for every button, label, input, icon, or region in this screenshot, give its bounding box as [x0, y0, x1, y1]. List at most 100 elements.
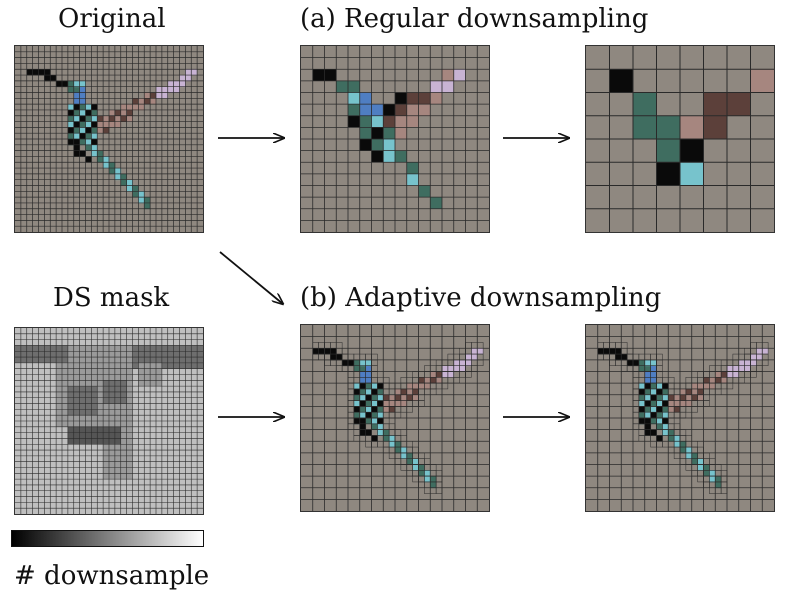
mask-region-pixel	[126, 450, 133, 456]
mask-region-pixel	[85, 432, 92, 439]
mask-region-pixel	[79, 426, 86, 433]
mask-region-pixel	[114, 357, 121, 363]
original-bird-pixel	[132, 185, 139, 192]
label-regular-downsampling: (a) Regular downsampling	[300, 4, 649, 34]
adaptive2-bird-pixel	[662, 394, 669, 401]
mask-region-pixel	[26, 345, 33, 352]
adaptive1-bird-pixel	[365, 406, 372, 413]
mask-region-pixel	[109, 438, 115, 445]
adaptive1-bird-pixel	[353, 365, 361, 372]
mask-region-pixel	[67, 345, 74, 352]
adaptive1-bird-pixel	[412, 394, 419, 401]
mask-region-pixel	[97, 409, 104, 416]
adaptive1-bird-pixel	[359, 365, 367, 372]
adaptive1-bird-pixel	[359, 429, 367, 436]
panel-adaptive-1	[300, 324, 490, 512]
adaptive2-bird-pixel	[638, 383, 646, 390]
mask-region-pixel	[126, 397, 133, 404]
regular2-pixel	[656, 139, 680, 163]
mask-region-pixel	[138, 362, 145, 369]
regular1-pixel	[395, 115, 407, 128]
mask-region-pixel	[114, 397, 121, 404]
original-bird-pixel	[167, 80, 175, 88]
adaptive2-bird-pixel	[597, 348, 605, 355]
mask-region-pixel	[126, 421, 133, 427]
mask-region-pixel	[56, 386, 62, 392]
original-bird-pixel	[85, 144, 92, 152]
mask-region-pixel	[173, 351, 180, 358]
mask-region-pixel	[109, 368, 115, 375]
adaptive1-bird-pixel	[353, 412, 361, 419]
adaptive1-bird-pixel	[359, 377, 367, 384]
adaptive1-bird-pixel	[400, 400, 408, 407]
regular1-pixel	[359, 139, 372, 151]
original-bird-pixel	[138, 197, 145, 204]
adaptive1-bird-pixel	[371, 400, 378, 407]
adaptive2-bird-pixel	[662, 383, 669, 390]
mask-region-pixel	[62, 374, 68, 381]
original-bird-pixel	[156, 86, 163, 93]
original-bird-pixel	[79, 98, 86, 105]
mask-region-pixel	[97, 426, 104, 433]
original-bird-pixel	[44, 75, 51, 82]
mask-region-pixel	[97, 438, 104, 445]
mask-region-pixel	[109, 403, 115, 410]
adaptive2-bird-pixel	[644, 371, 652, 378]
adaptive2-bird-pixel	[644, 359, 652, 367]
regular1-pixel	[371, 150, 384, 163]
adaptive2-bird-pixel	[750, 354, 757, 361]
mask-region-pixel	[114, 444, 121, 451]
mask-region-pixel	[103, 421, 109, 427]
adaptive1-bird-pixel	[400, 447, 408, 454]
adaptive1-bird-pixel	[377, 388, 384, 396]
original-bird-pixel	[79, 80, 86, 88]
mask-region-pixel	[91, 357, 98, 363]
mask-region-pixel	[67, 421, 74, 427]
original-bird-pixel	[132, 191, 139, 198]
adaptive1-bird-pixel	[383, 400, 390, 407]
regular2-pixel	[656, 115, 680, 139]
adaptive1-bird-pixel	[342, 359, 349, 367]
mask-region-pixel	[103, 432, 109, 439]
original-bird-pixel	[103, 156, 110, 163]
mask-region-pixel	[150, 357, 156, 363]
mask-region-pixel	[50, 345, 57, 352]
adaptive1-bird-pixel	[359, 359, 367, 367]
mask-region-pixel	[179, 345, 186, 352]
regular1-pixel	[359, 104, 372, 116]
mask-region-pixel	[91, 351, 98, 358]
adaptive1-bird-pixel	[318, 348, 325, 355]
mask-region-pixel	[56, 391, 62, 398]
adaptive2-bird-pixel	[650, 359, 657, 367]
adaptive2-bird-pixel	[644, 423, 652, 431]
label-adaptive-downsampling: (b) Adaptive downsampling	[300, 283, 662, 313]
mask-region-pixel	[79, 362, 86, 369]
original-bird-pixel	[79, 133, 86, 140]
adaptive1-bird-pixel	[459, 365, 466, 372]
adaptive2-bird-pixel	[638, 388, 646, 396]
original-bird-pixel	[144, 98, 151, 105]
mask-region-pixel	[120, 444, 127, 451]
adaptive2-bird-pixel	[680, 447, 687, 454]
adaptive2-bird-pixel	[644, 406, 652, 413]
original-bird-pixel	[73, 115, 81, 122]
mask-region-pixel	[97, 386, 104, 392]
adaptive2-bird-pixel	[744, 365, 751, 372]
original-bird-pixel	[109, 162, 116, 169]
mask-region-pixel	[114, 415, 121, 421]
mask-region-pixel	[179, 351, 186, 358]
adaptive1-bird-pixel	[406, 388, 414, 396]
mask-region-pixel	[132, 357, 139, 363]
mask-region-pixel	[156, 357, 162, 363]
mask-region-pixel	[150, 368, 156, 375]
mask-region-pixel	[132, 351, 139, 358]
original-bird-pixel	[109, 115, 116, 122]
mask-region-pixel	[97, 374, 104, 381]
mask-region-pixel	[50, 357, 57, 363]
adaptive1-bird-pixel	[359, 418, 367, 425]
regular1-pixel	[359, 92, 372, 105]
adaptive2-bird-pixel	[650, 406, 657, 413]
original-bird-pixel	[126, 109, 133, 117]
mask-region-pixel	[103, 415, 109, 421]
mask-region-pixel	[50, 351, 57, 358]
